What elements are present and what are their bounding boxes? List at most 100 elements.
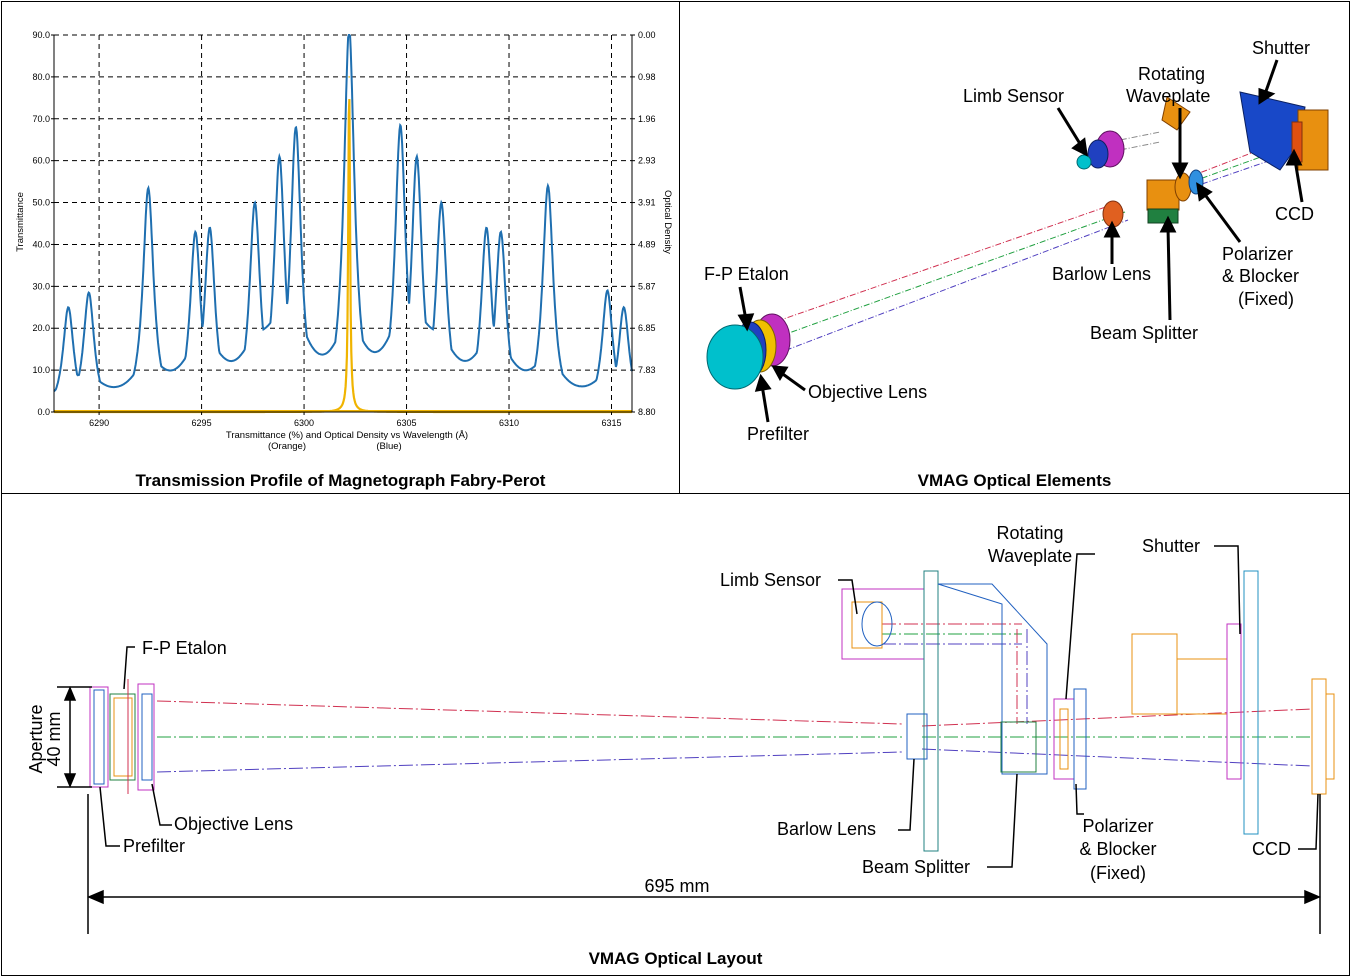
waveplate-assembly xyxy=(1053,688,1087,790)
layout-label-etalon: F-P Etalon xyxy=(142,638,227,658)
layout-leaders xyxy=(99,545,1319,868)
elements-label-etalon: F-P Etalon xyxy=(704,264,789,284)
elements-label-blocker: & Blocker xyxy=(1222,266,1299,286)
layout-label-aperture: Aperture xyxy=(26,704,46,773)
y-axis-label-right: Optical Density xyxy=(662,190,673,254)
elements-label-rotating: Rotating xyxy=(1138,64,1205,84)
y-tick-label-right: 5.87 xyxy=(638,281,656,291)
layout-label-blocker: & Blocker xyxy=(1079,839,1156,859)
prefilter-part xyxy=(706,324,764,390)
series-point-blue xyxy=(606,289,609,292)
front-assembly xyxy=(89,679,155,794)
elements-label-beam-splitter: Beam Splitter xyxy=(1090,323,1198,343)
layout-label-shutter: Shutter xyxy=(1142,536,1200,556)
layout-label-prefilter: Prefilter xyxy=(123,836,185,856)
shutter-assembly xyxy=(1131,570,1259,835)
aperture-dimension xyxy=(57,686,92,788)
layout-label-beam-splitter: Beam Splitter xyxy=(862,857,970,877)
x-tick-label: 6290 xyxy=(89,418,109,428)
waveplate-part xyxy=(1174,172,1192,202)
y-tick-label-left: 0.0 xyxy=(37,407,50,417)
layout-label-fixed: (Fixed) xyxy=(1090,863,1146,883)
elements-rays xyxy=(745,131,1281,363)
y-tick-label-right: 3.91 xyxy=(638,198,656,208)
series-point-blue xyxy=(194,231,197,233)
elements-illustration: Shutter Rotating Waveplate Limb Sensor C… xyxy=(704,38,1329,444)
beam-splitter-part xyxy=(1146,179,1180,211)
series-point-blue xyxy=(500,231,502,233)
y-tick-label-left: 60.0 xyxy=(32,156,50,166)
front-optics xyxy=(706,313,791,390)
elements-label-ccd: CCD xyxy=(1275,204,1314,224)
elements-label-objective: Objective Lens xyxy=(808,382,927,402)
x-tick-label: 6315 xyxy=(601,418,621,428)
elements-label-prefilter: Prefilter xyxy=(747,424,809,444)
ray-green xyxy=(749,211,1126,348)
y-tick-label-left: 90.0 xyxy=(32,30,50,40)
series-line-blue xyxy=(53,34,633,393)
y-tick-label-right: 7.83 xyxy=(638,365,656,375)
length-dimension xyxy=(87,794,1321,934)
elements-label-polarizer: Polarizer xyxy=(1222,244,1293,264)
elements-label-waveplate: Waveplate xyxy=(1126,86,1210,106)
chart-series xyxy=(53,34,633,414)
elements-label-limb-sensor: Limb Sensor xyxy=(963,86,1064,106)
layout-label-aperture-size: 40 mm xyxy=(44,711,64,766)
layout-label-ccd: CCD xyxy=(1252,839,1291,859)
chart-caption: Transmission Profile of Magnetograph Fab… xyxy=(135,471,546,490)
y-tick-label-left: 50.0 xyxy=(32,198,50,208)
y-tick-label-left: 10.0 xyxy=(32,365,50,375)
y-tick-label-left: 70.0 xyxy=(32,114,50,124)
y-tick-label-right: 0.98 xyxy=(638,72,656,82)
ccd-part xyxy=(1297,109,1329,171)
layout-label-polarizer: Polarizer xyxy=(1082,816,1153,836)
chart-grid xyxy=(54,34,632,412)
x-tick-label: 6305 xyxy=(397,418,417,428)
limb-sensor-part xyxy=(1076,130,1125,170)
layout-drawing: Aperture 40 mm 695 mm Rotating Waveplate… xyxy=(26,523,1335,934)
x-tick-label: 6310 xyxy=(499,418,519,428)
layout-label-waveplate: Waveplate xyxy=(988,546,1072,566)
series-point-blue xyxy=(278,155,281,158)
shutter-part xyxy=(1239,91,1306,171)
limb-sensor-assembly xyxy=(841,570,1048,852)
layout-rays xyxy=(156,623,1313,773)
y-tick-label-right: 1.96 xyxy=(638,114,656,124)
y-tick-label-left: 30.0 xyxy=(32,281,50,291)
x-tick-label: 6295 xyxy=(192,418,212,428)
y-tick-label-right: 2.93 xyxy=(638,156,656,166)
series-line-orange xyxy=(54,99,632,414)
y-tick-label-right: 6.85 xyxy=(638,323,656,333)
elements-arrows xyxy=(737,59,1304,423)
elements-caption: VMAG Optical Elements xyxy=(917,471,1112,490)
series-point-blue xyxy=(147,187,150,189)
series-point-blue xyxy=(547,185,549,187)
limb-prism-part xyxy=(1161,96,1191,131)
ccd-assembly xyxy=(1311,678,1335,795)
series-point-blue xyxy=(485,226,488,229)
y-axis-label-left: Transmittance xyxy=(15,192,26,252)
ray-blue xyxy=(754,219,1129,363)
layout-label-barlow: Barlow Lens xyxy=(777,819,876,839)
y-tick-label-left: 40.0 xyxy=(32,239,50,249)
series-point-blue xyxy=(208,226,211,229)
elements-label-barlow: Barlow Lens xyxy=(1052,264,1151,284)
layout-caption: VMAG Optical Layout xyxy=(588,949,763,968)
series-point-blue xyxy=(440,201,443,204)
beam-splitter-base xyxy=(1147,208,1179,224)
x-tick-label: 6300 xyxy=(294,418,314,428)
layout-panel: Aperture 40 mm 695 mm Rotating Waveplate… xyxy=(1,493,1350,976)
elements-label-fixed: (Fixed) xyxy=(1238,289,1294,309)
series-point-orange xyxy=(348,76,350,78)
x-axis-sub-blue: (Blue) xyxy=(376,441,401,452)
elements-panel: Shutter Rotating Waveplate Limb Sensor C… xyxy=(679,1,1350,494)
y-tick-label-right: 4.89 xyxy=(638,239,656,249)
layout-label-rotating: Rotating xyxy=(996,523,1063,543)
x-axis-label: Transmittance (%) and Optical Density vs… xyxy=(226,430,468,441)
series-point-blue xyxy=(67,306,70,309)
series-point-blue xyxy=(88,291,90,294)
y-tick-label-right: 8.80 xyxy=(638,407,656,417)
